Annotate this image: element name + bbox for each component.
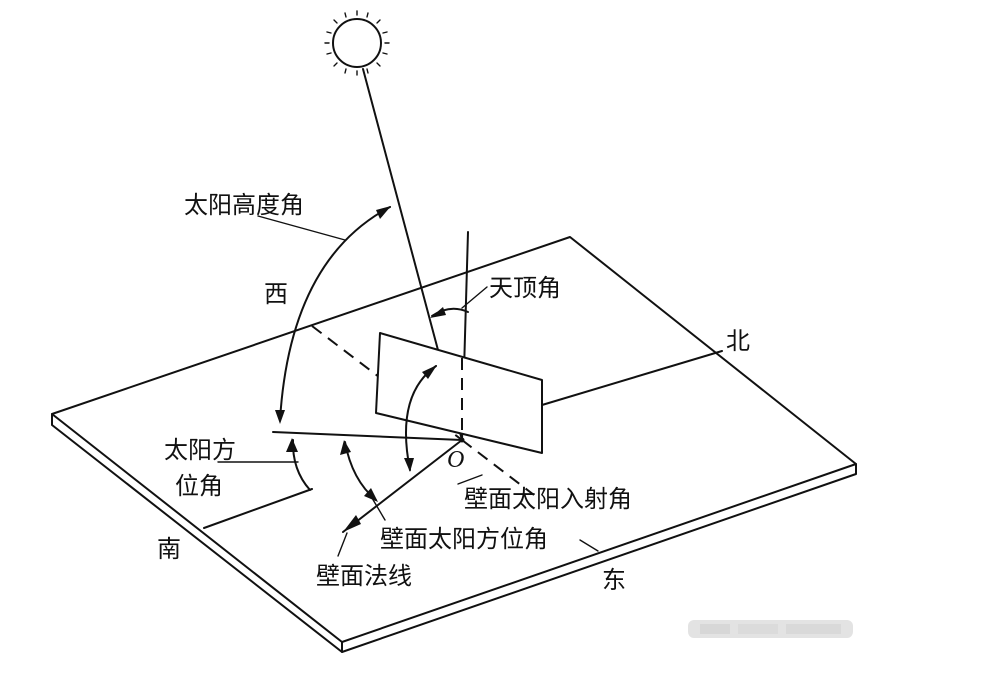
label-north: 北: [726, 327, 750, 355]
north-south-axis: [203, 350, 723, 529]
arc-wall-incidence: [404, 365, 437, 472]
label-west: 西: [264, 280, 288, 308]
ray-ground-projection: [272, 431, 463, 441]
label-solar-azimuth-line1: 太阳方: [164, 436, 236, 464]
label-wall-normal: 壁面法线: [316, 562, 412, 590]
arc-wall-azimuth: [340, 440, 378, 502]
label-sun-altitude-angle: 太阳高度角: [184, 191, 304, 219]
label-south: 南: [157, 535, 181, 563]
label-solar-azimuth-line2: 位角: [175, 472, 223, 500]
label-wall-incidence-angle: 壁面太阳入射角: [464, 485, 632, 513]
leader-lines: [217, 215, 599, 557]
dashed-projection-east: [461, 439, 535, 496]
label-origin: O: [447, 447, 464, 473]
sun-icon: [324, 10, 390, 76]
arc-sun-altitude: [275, 206, 391, 424]
arc-solar-azimuth: [286, 438, 311, 491]
label-wall-solar-azimuth: 壁面太阳方位角: [380, 525, 548, 553]
dashed-projection-west: [311, 325, 463, 441]
wall-panel: [375, 332, 543, 454]
wall-normal-line: [342, 439, 463, 533]
origin-point: [459, 437, 465, 443]
label-zenith-angle: 天顶角: [489, 274, 561, 302]
label-east: 东: [602, 566, 626, 594]
arc-zenith: [430, 307, 469, 318]
blurred-watermark: [688, 620, 853, 638]
